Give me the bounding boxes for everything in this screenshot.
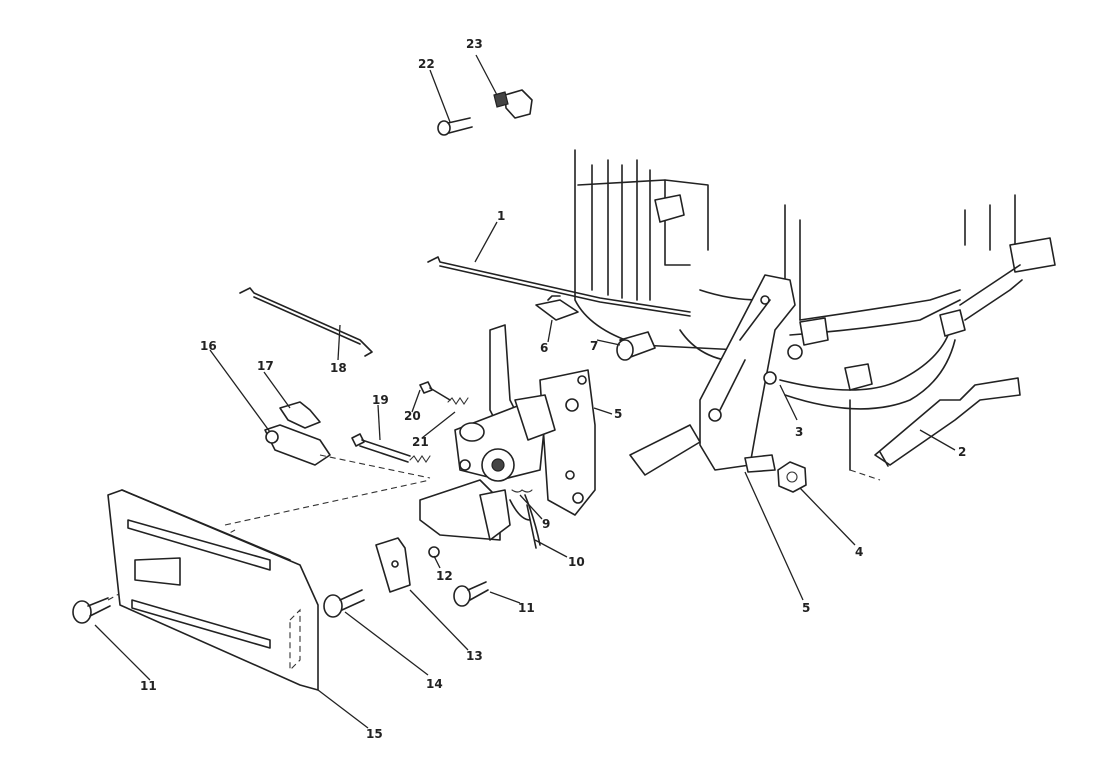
callout-5-lower: 5 [802, 601, 810, 615]
callout-6: 6 [540, 341, 548, 355]
part-14-bolt [323, 589, 365, 618]
callout-3: 3 [795, 425, 803, 439]
part-18-long-rod [239, 287, 373, 357]
part-21-spring [409, 397, 469, 463]
callout-10: 10 [568, 555, 585, 569]
part-22-bolt [437, 117, 473, 136]
callout-20: 20 [404, 409, 421, 423]
callout-11-right: 11 [518, 601, 535, 615]
callout-19: 19 [372, 393, 389, 407]
part-3-pin [763, 344, 803, 385]
part-1-upper-rod [427, 256, 691, 317]
part-12-washer [428, 546, 440, 558]
part-19-pin [351, 433, 411, 463]
callout-13: 13 [466, 649, 483, 663]
callout-21: 21 [412, 435, 429, 449]
callout-12: 12 [436, 569, 453, 583]
part-6-clip [535, 295, 579, 321]
callout-1: 1 [497, 209, 505, 223]
callout-23: 23 [466, 37, 483, 51]
part-23-nut [493, 89, 533, 119]
part-7-bushing [616, 331, 656, 361]
callout-2: 2 [958, 445, 966, 459]
part-8-side-plate [539, 369, 596, 516]
engine-block [574, 149, 1056, 481]
part-13-bracket [375, 537, 411, 593]
part-5-governor-arm [629, 274, 796, 476]
callout-15: 15 [366, 727, 383, 741]
part-9-spring [511, 489, 533, 493]
callout-labels: 1 2 3 4 5 5 6 7 9 10 11 11 12 13 14 15 1… [140, 37, 966, 741]
callout-4: 4 [855, 545, 863, 559]
part-15-cover-plate [107, 479, 431, 691]
callout-11-left: 11 [140, 679, 157, 693]
callout-14: 14 [426, 677, 443, 691]
callout-22: 22 [418, 57, 435, 71]
part-16-lever [264, 424, 431, 479]
control-assembly [419, 324, 556, 546]
callout-7: 7 [590, 339, 598, 353]
part-10-arm [526, 504, 537, 549]
part-20-screw [419, 381, 451, 401]
callout-18: 18 [330, 361, 347, 375]
part-2-crank [874, 377, 1021, 467]
callout-16: 16 [200, 339, 217, 353]
part-4-nut [777, 461, 807, 493]
callout-17: 17 [257, 359, 274, 373]
callout-9: 9 [542, 517, 550, 531]
part-17-clip [279, 401, 321, 429]
callout-5-plate: 5 [614, 407, 622, 421]
leader-lines [94, 54, 956, 729]
part-11-bolt-right [453, 581, 489, 607]
